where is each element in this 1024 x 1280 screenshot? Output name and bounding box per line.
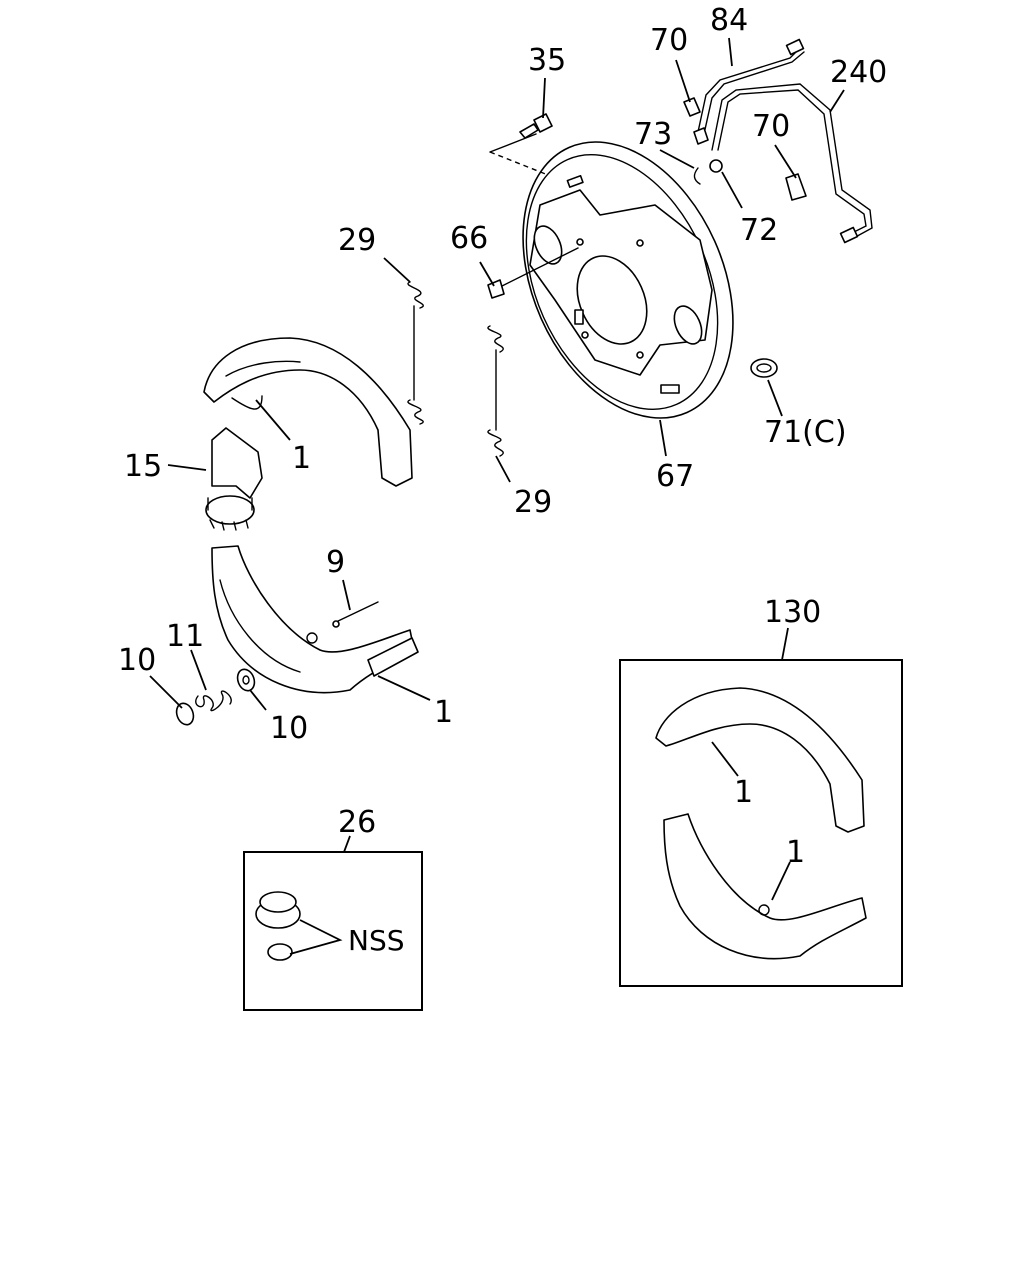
backing-plate	[522, 141, 734, 419]
spring-29-upper	[407, 281, 424, 425]
brake-shoe-upper	[203, 337, 413, 487]
callout-70-top: 70	[650, 23, 688, 58]
spring-29-lower	[487, 325, 504, 457]
callout-70-right: 70	[752, 109, 790, 144]
callout-66: 66	[450, 221, 488, 256]
callout-71c: 71(C)	[764, 415, 847, 450]
spring-11-washers	[175, 668, 256, 726]
callout-11: 11	[166, 619, 204, 654]
callout-26: 26	[338, 805, 376, 840]
plug-71	[750, 358, 778, 378]
callout-15: 15	[124, 449, 162, 484]
callout-73: 73	[634, 117, 672, 152]
callout-1-kit-upper: 1	[734, 775, 753, 810]
seal-kit-box	[243, 851, 423, 1011]
callout-1-kit-lower: 1	[786, 835, 805, 870]
callout-240: 240	[830, 55, 887, 90]
brake-shoe-lower	[211, 545, 419, 694]
callout-nss: NSS	[348, 924, 405, 957]
callout-84: 84	[710, 3, 748, 38]
callout-1-upper-shoe: 1	[292, 441, 311, 476]
pin-9	[332, 601, 379, 628]
callout-67: 67	[656, 459, 694, 494]
callout-1-lower-shoe: 1	[434, 695, 453, 730]
callout-29-bottom: 29	[514, 485, 552, 520]
callout-10-left: 10	[118, 643, 156, 678]
brake-pipes	[683, 38, 873, 244]
callout-labels: 35 70 84 240 73 70 72 29 66 29 71(C) 67 …	[118, 3, 887, 957]
bolt-35	[489, 113, 553, 176]
callout-9: 9	[326, 545, 345, 580]
leader-lines	[149, 37, 845, 901]
callout-72: 72	[740, 213, 778, 248]
adjuster-15	[205, 427, 263, 531]
callout-29-top: 29	[338, 223, 376, 258]
callout-130: 130	[764, 595, 821, 630]
shoe-kit-box	[619, 659, 903, 987]
callout-10-right: 10	[270, 711, 308, 746]
bolt-66	[487, 247, 579, 299]
callout-35: 35	[528, 43, 566, 78]
